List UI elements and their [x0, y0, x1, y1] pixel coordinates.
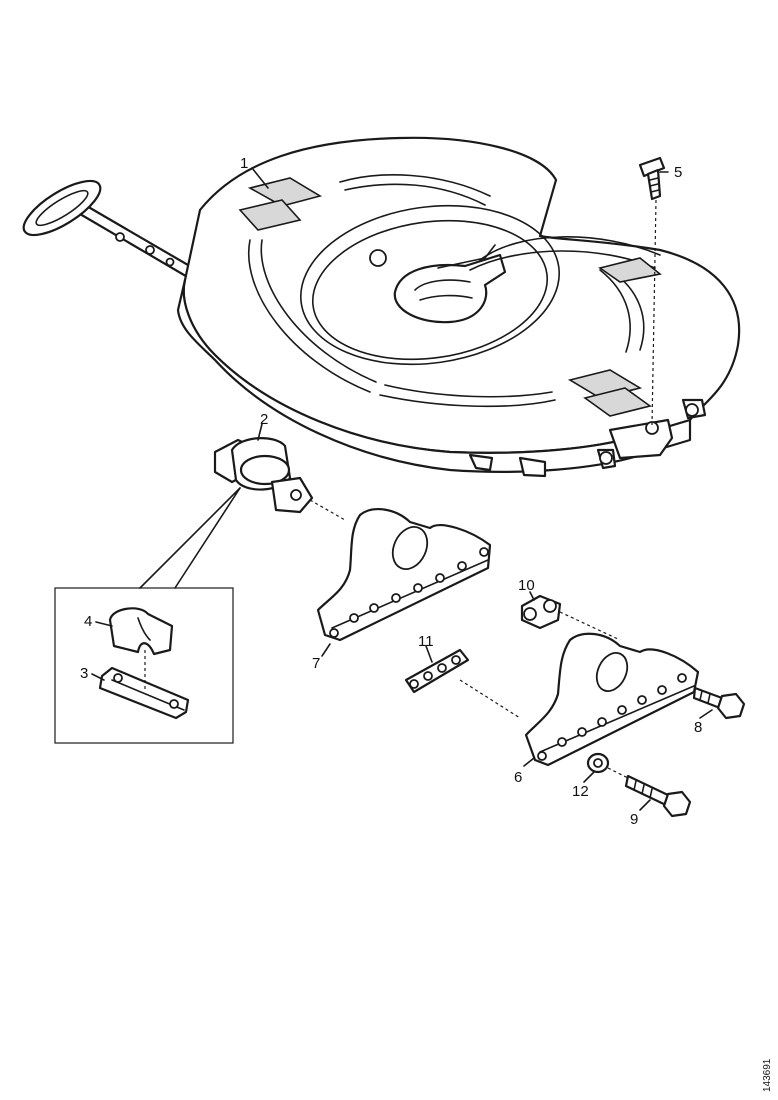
release-handle [22, 179, 202, 284]
side-bracket-part-7 [316, 508, 492, 642]
hex-bolt-part-9 [607, 767, 692, 818]
plate-skirt [176, 278, 692, 473]
detail-pointer [139, 487, 241, 589]
detail-inset [54, 587, 234, 744]
spacer-strip-part-11 [404, 648, 521, 719]
callout-6: 6 [514, 769, 522, 786]
callout-4: 4 [84, 613, 92, 630]
callout-12: 12 [572, 783, 589, 800]
mounting-bolt-part-5 [638, 156, 666, 426]
coupling-jaw [393, 253, 507, 324]
callout-1: 1 [240, 155, 248, 172]
hex-bolt-part-8 [692, 686, 746, 720]
side-bracket-part-6 [524, 632, 700, 767]
pivot-bushing-part-2 [213, 437, 346, 521]
callout-8: 8 [694, 719, 702, 736]
callout-labels: 1 2 3 4 5 6 7 8 9 10 11 12 [80, 155, 702, 828]
callout-leaders [91, 167, 713, 811]
callout-9: 9 [630, 811, 638, 828]
bushing-part-10 [520, 594, 621, 641]
nut-part-12 [586, 752, 610, 774]
drawing-reference-code: 143691 [762, 1058, 773, 1092]
callout-10: 10 [518, 577, 535, 594]
saddle-block-part-4 [108, 607, 174, 656]
coupling-plate-part [22, 136, 741, 478]
callout-3: 3 [80, 665, 88, 682]
callout-11: 11 [418, 633, 434, 650]
callout-5: 5 [674, 164, 682, 181]
callout-7: 7 [312, 655, 320, 672]
callout-2: 2 [260, 411, 268, 428]
